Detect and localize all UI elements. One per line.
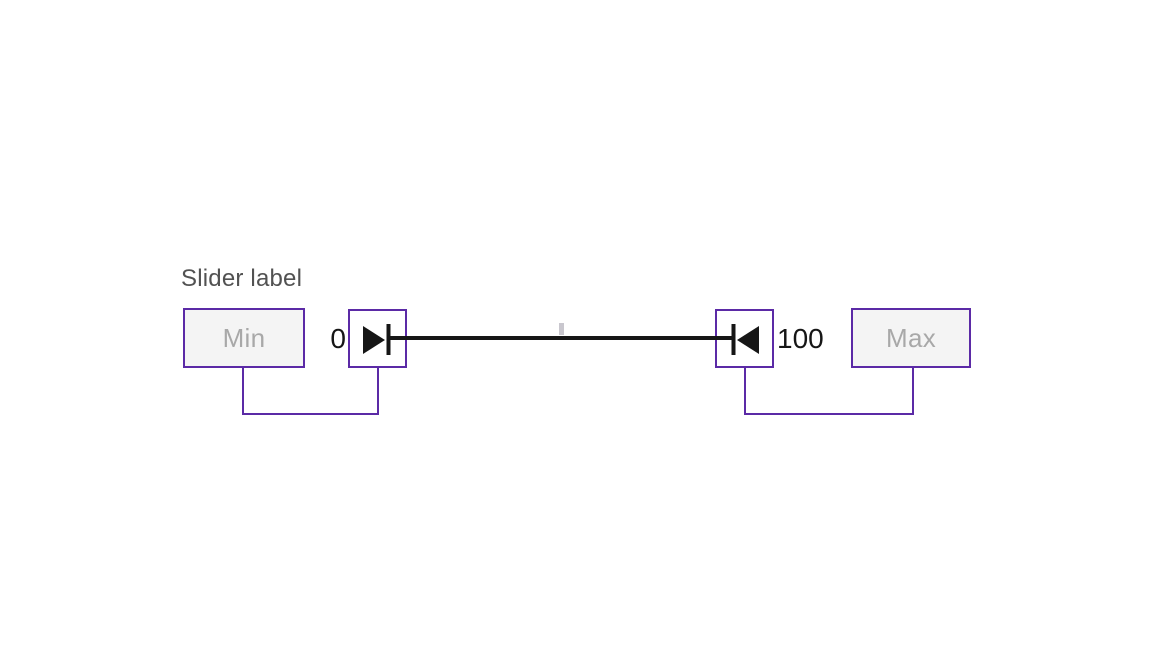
- handle-to-max-input-connector-line: [744, 368, 914, 415]
- range-start-value-label: 0: [330, 323, 346, 354]
- range-start-handle-icon: [363, 324, 391, 355]
- slider-label: Slider label: [181, 265, 303, 292]
- slider-track[interactable]: [389, 336, 735, 340]
- slider-midpoint-tick: [559, 323, 564, 335]
- max-input-placeholder: Max: [885, 322, 937, 353]
- min-input-placeholder: Min: [222, 322, 266, 353]
- min-number-input[interactable]: Min: [183, 308, 305, 368]
- max-number-input[interactable]: Max: [851, 308, 971, 368]
- min-input-to-handle-connector-line: [242, 368, 379, 415]
- range-end-value-label: 100: [777, 323, 824, 354]
